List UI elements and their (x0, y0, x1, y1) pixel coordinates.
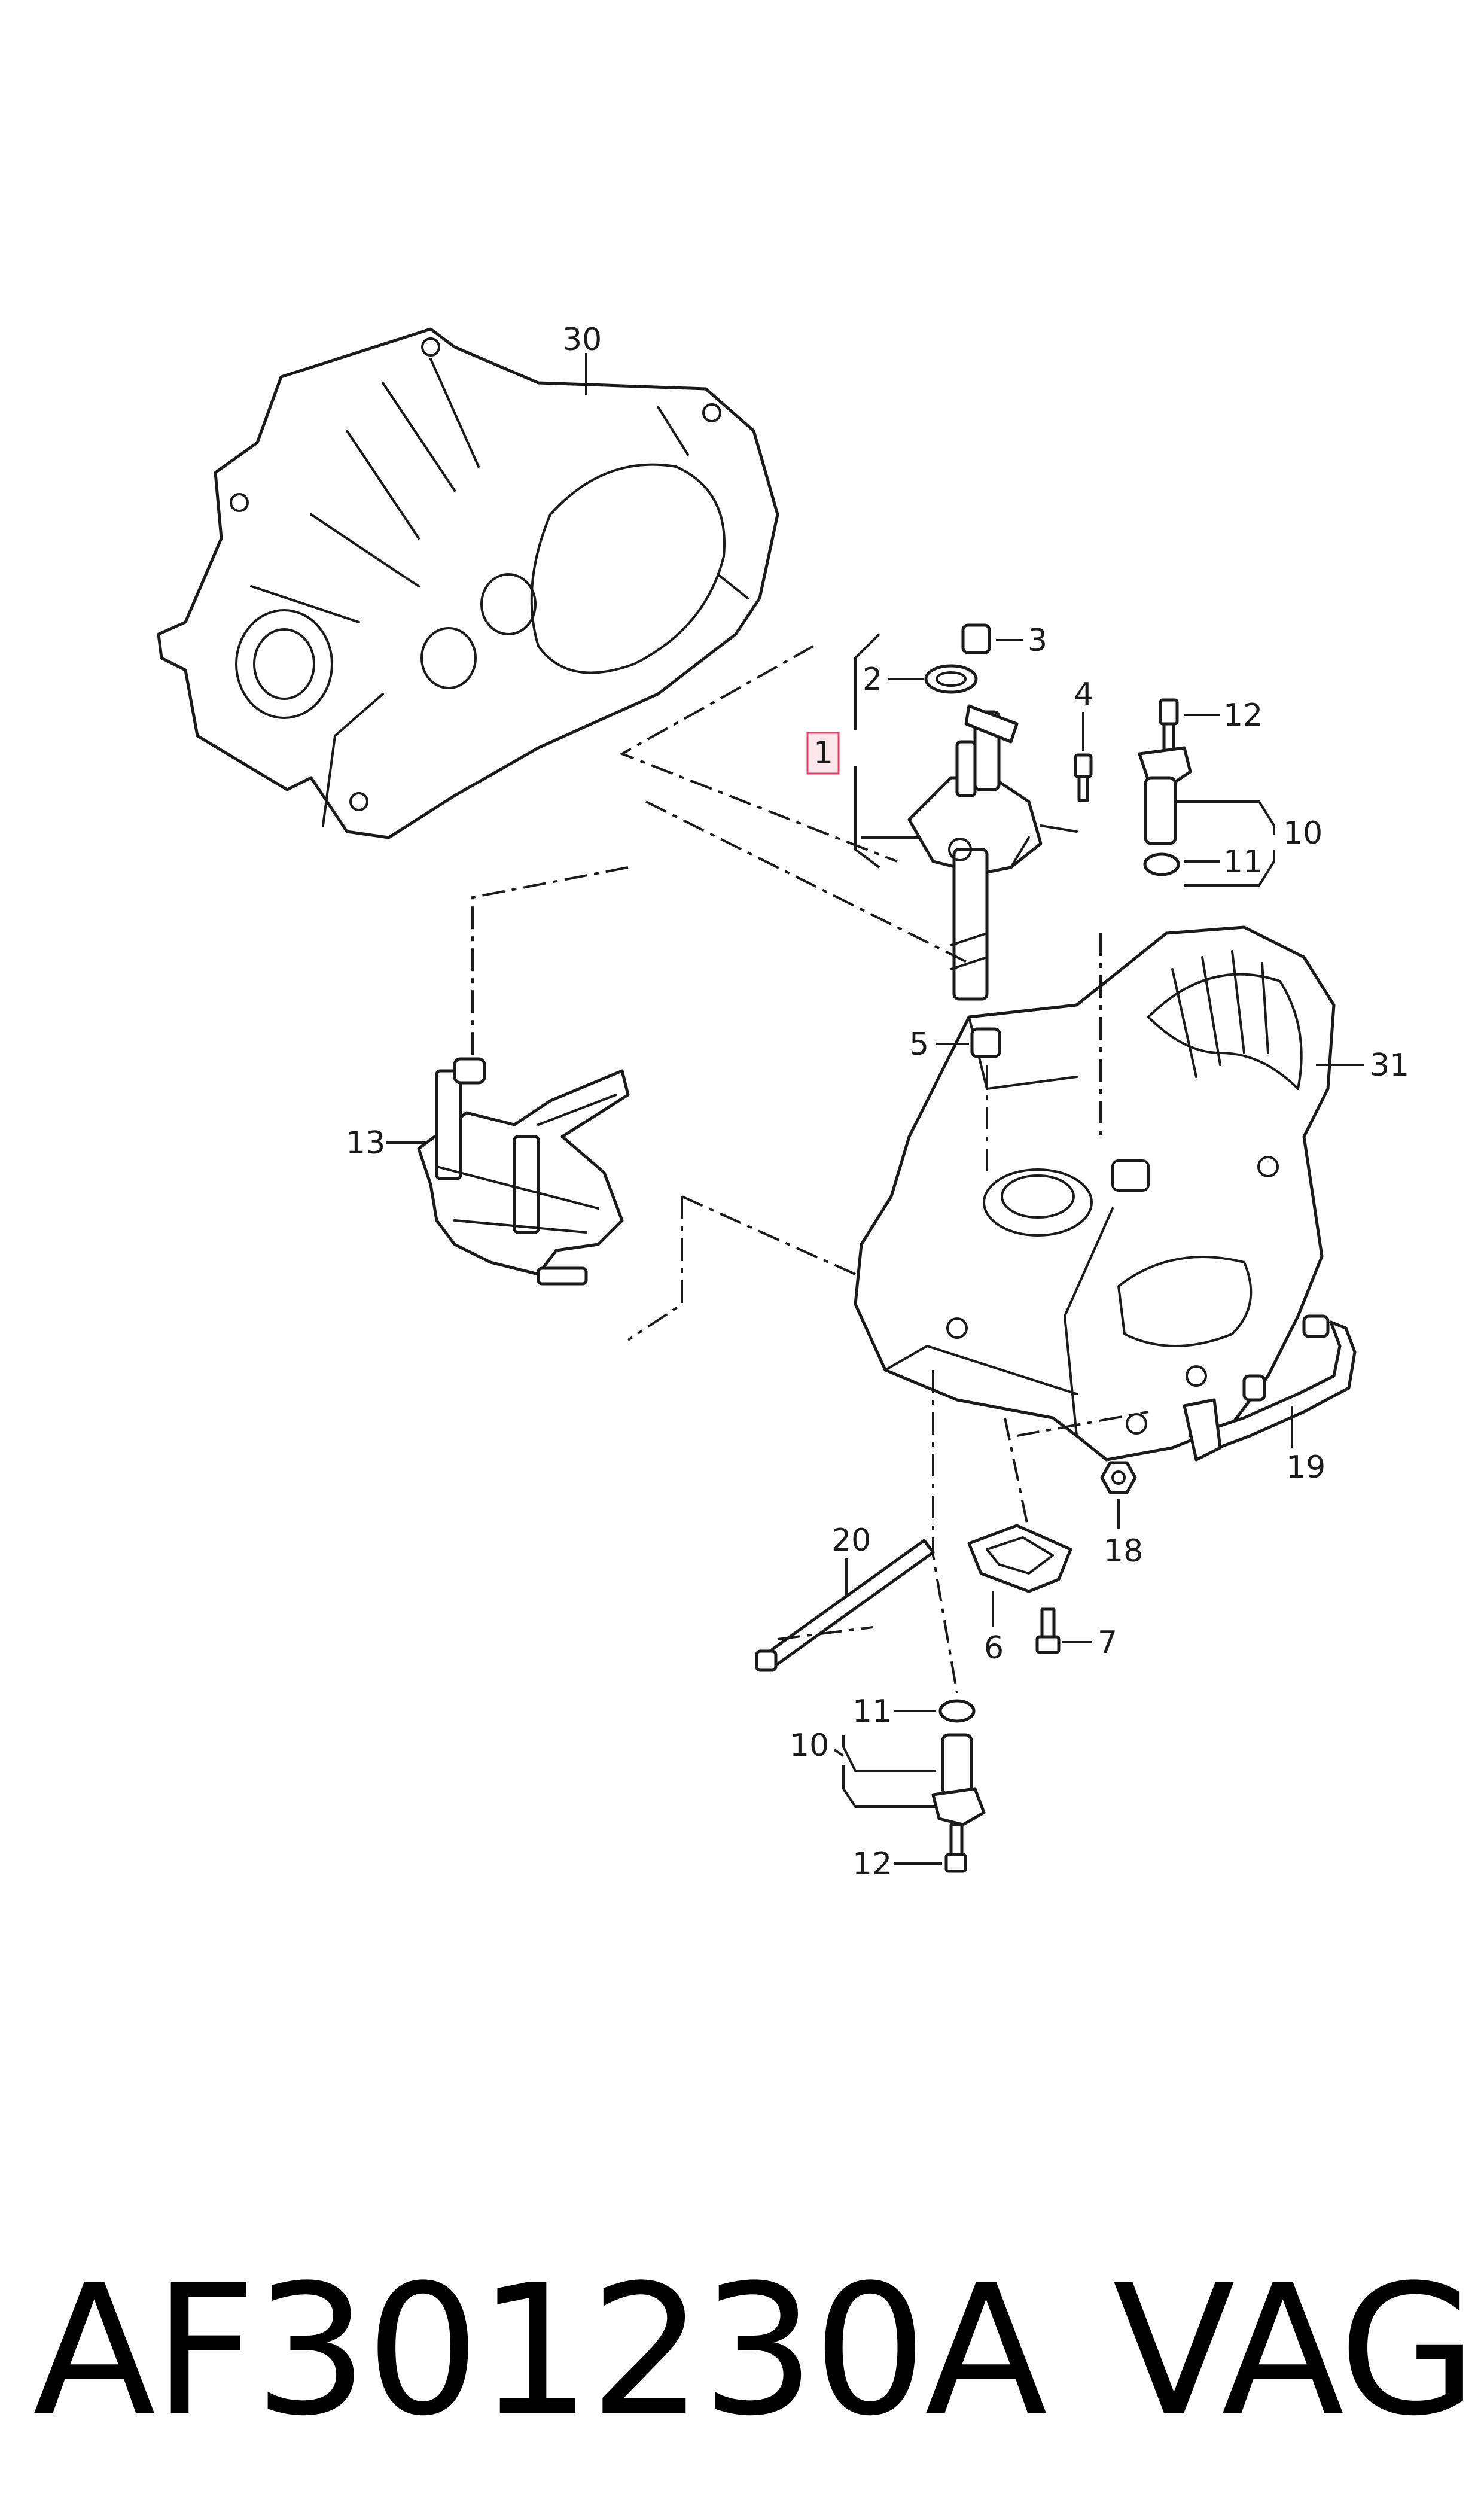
assembly-lines (471, 645, 1149, 1694)
part-number: AF301230A (33, 2246, 1047, 2455)
guide-sleeve-assembly-lower (833, 1699, 986, 1873)
clutch-housing-30 (157, 327, 779, 839)
callout-5[interactable]: 5 (909, 1027, 929, 1062)
selector-fork-assembly-13 (386, 1057, 630, 1286)
callout-31[interactable]: 31 (1370, 1048, 1409, 1083)
bush-5 (936, 1027, 1001, 1058)
exploded-parts-diagram: 30 3 2 1 4 12 10 11 5 31 13 19 18 20 6 7… (157, 322, 1409, 1882)
callout-2[interactable]: 2 (863, 662, 882, 698)
callout-10-upper[interactable]: 10 (1283, 815, 1323, 851)
callout-11-lower[interactable]: 11 (852, 1694, 892, 1730)
callout-1[interactable]: 1 (813, 735, 833, 771)
callout-12-upper[interactable]: 12 (1223, 698, 1263, 733)
callout-18[interactable]: 18 (1104, 1533, 1143, 1569)
cover-6 (967, 1524, 1072, 1627)
callout-3[interactable]: 3 (1028, 623, 1047, 659)
brand-name: VAG (1113, 2246, 1477, 2455)
callout-7[interactable]: 7 (1098, 1625, 1117, 1661)
seal-ring-2 (888, 664, 978, 694)
callout-20[interactable]: 20 (831, 1523, 871, 1558)
callout-30[interactable]: 30 (562, 322, 602, 358)
long-bolt-20 (755, 1539, 935, 1672)
cap-3 (961, 623, 1023, 654)
nut-18 (1100, 1461, 1137, 1529)
guide-sleeve-assembly-upper (1138, 698, 1275, 887)
selector-mechanism-1 (861, 704, 1078, 1001)
bolt-7 (1035, 1607, 1092, 1654)
callout-1-highlight (806, 732, 840, 775)
callout-labels: 30 3 2 1 4 12 10 11 5 31 13 19 18 20 6 7… (346, 322, 1409, 1882)
callout-11-upper[interactable]: 11 (1223, 844, 1263, 880)
callout-10-lower[interactable]: 10 (790, 1728, 829, 1764)
callout-12-lower[interactable]: 12 (852, 1846, 892, 1882)
shift-linkage-19 (1183, 1314, 1357, 1462)
bolt-4 (1074, 712, 1093, 802)
callout-4[interactable]: 4 (1074, 677, 1093, 713)
gearbox-housing-31 (854, 925, 1364, 1462)
callout-19[interactable]: 19 (1286, 1450, 1325, 1485)
footer: AF301230A VAG (0, 2225, 1484, 2477)
callout-6[interactable]: 6 (984, 1630, 1004, 1666)
callout-13[interactable]: 13 (346, 1125, 385, 1161)
